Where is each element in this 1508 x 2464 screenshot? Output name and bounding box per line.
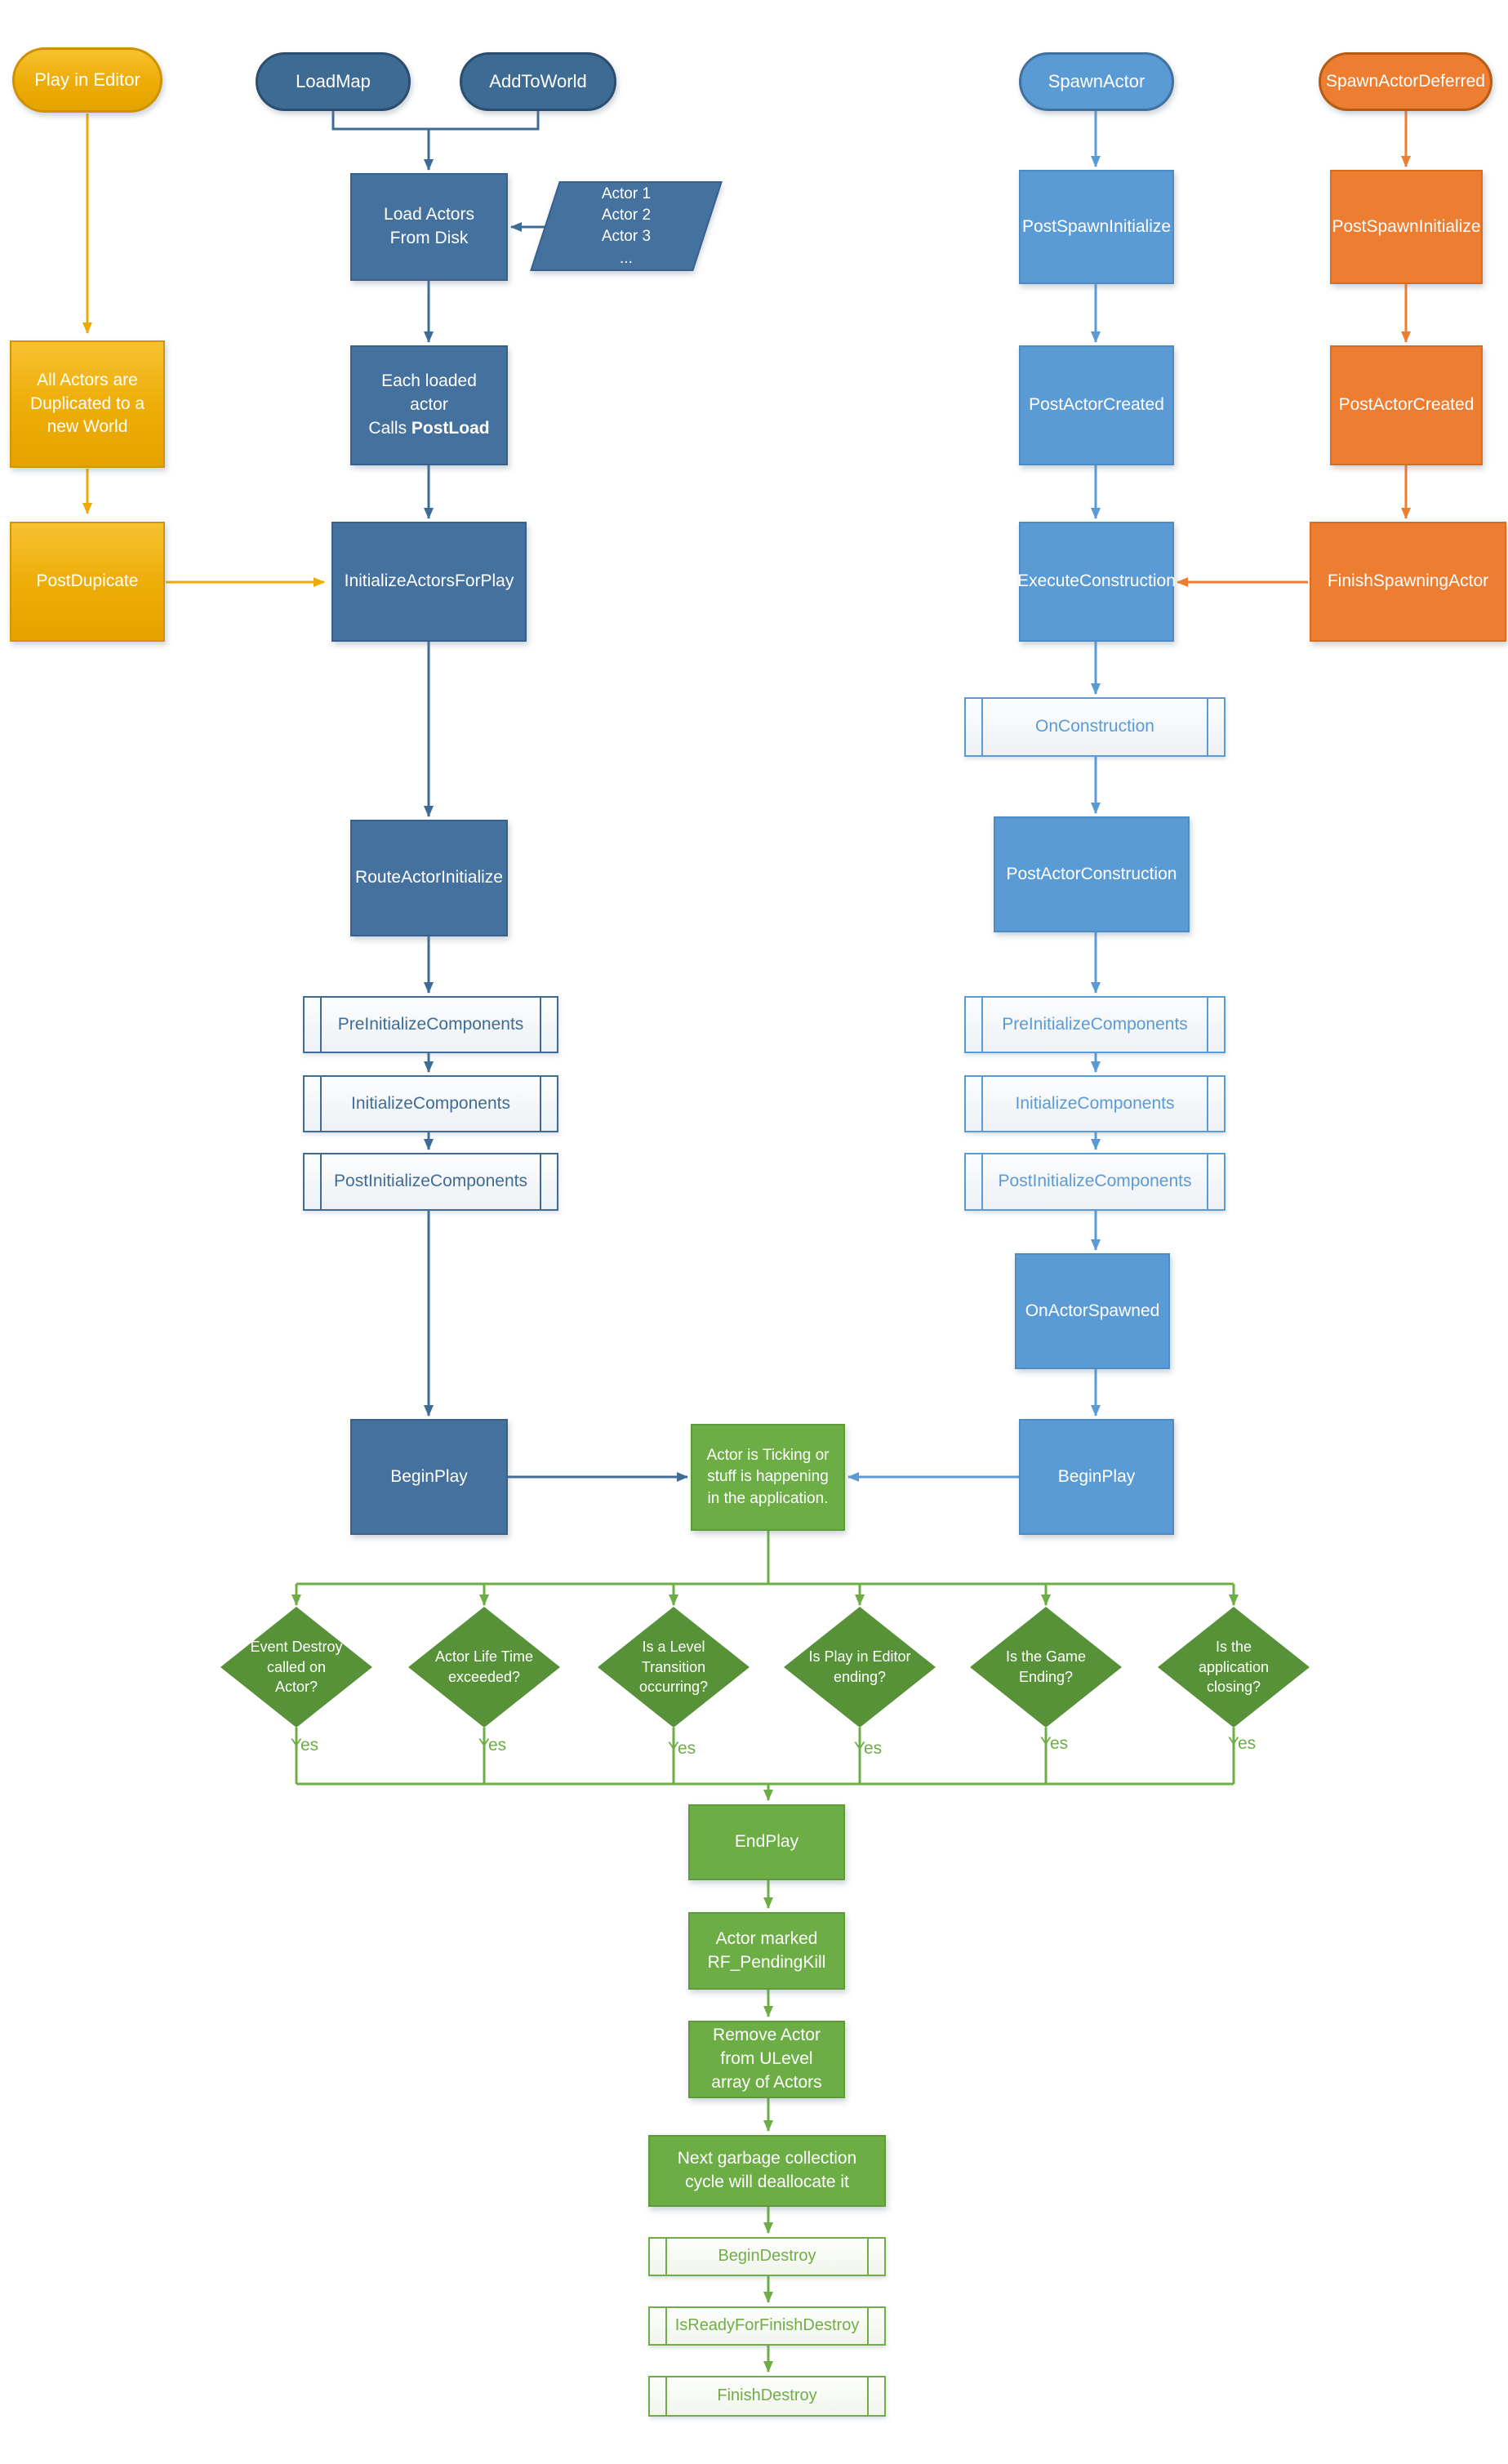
actor-list-item: Actor 3 — [601, 228, 652, 245]
each-loaded-actor-line1: Each loaded actor — [381, 371, 477, 415]
node-begin-destroy: BeginDestroy — [648, 2237, 886, 2276]
node-add-to-world: AddToWorld — [460, 52, 616, 111]
node-on-construction: OnConstruction — [964, 697, 1226, 757]
node-begin-play-left: BeginPlay — [350, 1419, 508, 1535]
yes-label: Yes — [290, 1736, 319, 1755]
node-all-actors-duplicated: All Actors are Duplicated to a new World — [10, 340, 165, 468]
node-load-map: LoadMap — [256, 52, 411, 111]
node-on-actor-spawned: OnActorSpawned — [1015, 1253, 1170, 1369]
node-post-dupicate: PostDupicate — [10, 522, 165, 642]
post-load-bold: PostLoad — [411, 418, 490, 438]
node-pre-initialize-components: PreInitializeComponents — [303, 996, 558, 1053]
node-play-in-editor: Play in Editor — [12, 47, 162, 113]
node-remove-actor-from-ulevel: Remove Actor from ULevel array of Actors — [688, 2021, 845, 2098]
node-next-gc-cycle: Next garbage collection cycle will deall… — [648, 2135, 886, 2207]
node-post-actor-construction: PostActorConstruction — [994, 816, 1190, 932]
yes-label: Yes — [853, 1739, 883, 1758]
node-actor-list-data: Actor 1 Actor 2 Actor 3 ... — [530, 181, 723, 271]
actor-list-item: ... — [620, 249, 633, 267]
node-post-spawn-initialize-orange: PostSpawnInitialize — [1330, 170, 1483, 284]
node-actor-ticking: Actor is Ticking or stuff is happening i… — [691, 1424, 845, 1531]
node-post-spawn-initialize-blue: PostSpawnInitialize — [1019, 170, 1174, 284]
node-finish-spawning-actor: FinishSpawningActor — [1310, 522, 1506, 642]
node-post-initialize-components-right: PostInitializeComponents — [964, 1153, 1226, 1211]
node-route-actor-initialize: RouteActorInitialize — [350, 820, 508, 936]
node-initialize-components: InitializeComponents — [303, 1075, 558, 1132]
yes-label: Yes — [1227, 1734, 1257, 1753]
node-pre-initialize-components-right: PreInitializeComponents — [964, 996, 1226, 1053]
node-begin-play-right: BeginPlay — [1019, 1419, 1174, 1535]
yes-label: Yes — [478, 1736, 507, 1755]
node-actor-marked-pending-kill: Actor marked RF_PendingKill — [688, 1912, 845, 1990]
node-spawn-actor: SpawnActor — [1019, 52, 1174, 111]
yes-label: Yes — [667, 1739, 696, 1758]
each-loaded-actor-calls: Calls — [368, 418, 411, 438]
node-each-loaded-actor: Each loaded actor Calls PostLoad — [350, 345, 508, 465]
node-is-ready-for-finish-destroy: IsReadyForFinishDestroy — [648, 2306, 886, 2346]
node-spawn-actor-deferred: SpawnActorDeferred — [1319, 52, 1492, 111]
node-post-actor-created-blue: PostActorCreated — [1019, 345, 1174, 465]
node-initialize-components-right: InitializeComponents — [964, 1075, 1226, 1132]
actor-list-item: Actor 1 — [601, 185, 652, 202]
node-post-initialize-components: PostInitializeComponents — [303, 1153, 558, 1211]
steel-connectors — [331, 111, 688, 1482]
node-post-actor-created-orange: PostActorCreated — [1330, 345, 1483, 465]
node-load-actors-from-disk: Load Actors From Disk — [350, 173, 508, 281]
node-execute-construction: ExecuteConstruction — [1017, 522, 1176, 642]
node-finish-destroy: FinishDestroy — [648, 2376, 886, 2417]
node-end-play: EndPlay — [688, 1804, 845, 1880]
yes-label: Yes — [1039, 1734, 1069, 1753]
gold-connectors — [82, 113, 325, 587]
blue-connectors — [847, 111, 1101, 1482]
actor-list-item: Actor 2 — [601, 206, 652, 224]
green-connectors — [291, 1531, 1239, 2373]
node-initialize-actors-for-play: InitializeActorsForPlay — [331, 522, 527, 642]
orange-connectors — [1177, 111, 1411, 587]
